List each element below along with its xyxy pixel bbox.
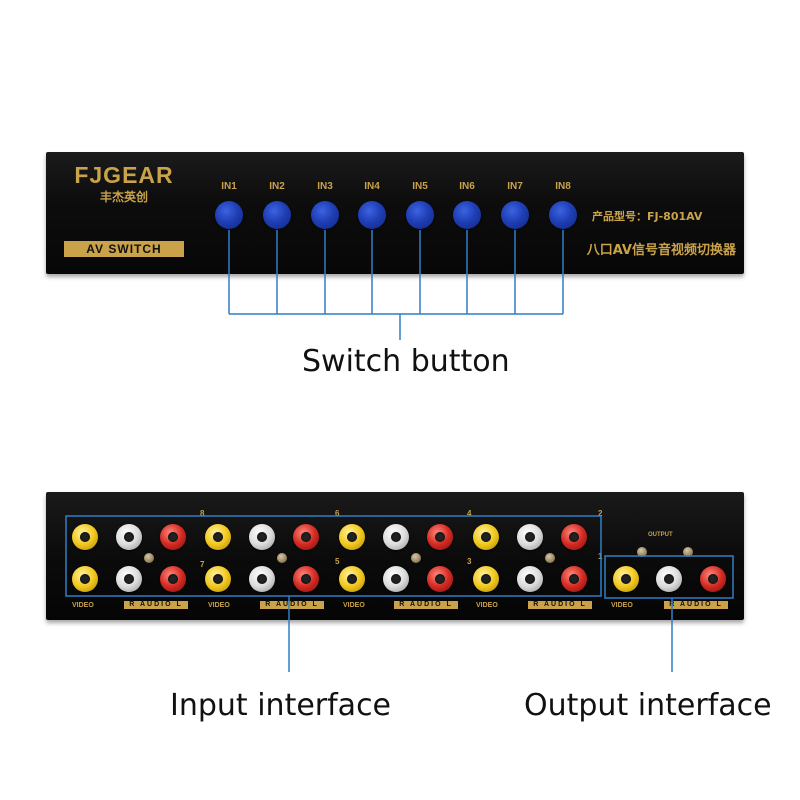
channel-number: 8: [200, 509, 205, 518]
video-label: VIDEO: [611, 602, 633, 609]
rca-jack-yellow[interactable]: [205, 524, 231, 550]
output-interface-frame: [604, 555, 734, 599]
audio-label: R AUDIO L: [528, 601, 592, 609]
video-label: VIDEO: [343, 602, 365, 609]
rca-jack-red[interactable]: [160, 566, 186, 592]
screw-icon: [683, 547, 693, 557]
rca-jack-yellow[interactable]: [473, 524, 499, 550]
input-label-1: IN1: [221, 181, 237, 192]
channel-number: 2: [598, 509, 603, 518]
switch-button-caption: Switch button: [302, 344, 510, 379]
rca-jack-yellow[interactable]: [205, 566, 231, 592]
av-switch-label: AV SWITCH: [64, 241, 184, 257]
rca-jack-red[interactable]: [561, 566, 587, 592]
rca-jack-white[interactable]: [116, 524, 142, 550]
switch-button-7[interactable]: [501, 201, 529, 229]
input-label-4: IN4: [364, 181, 380, 192]
input-label-3: IN3: [317, 181, 333, 192]
output-tag: OUTPUT: [648, 532, 673, 538]
screw-icon: [144, 553, 154, 563]
input-label-8: IN8: [555, 181, 571, 192]
output-rca-jack-yellow[interactable]: [613, 566, 639, 592]
model-number: 产品型号：FJ-801AV: [592, 210, 703, 223]
audio-label: R AUDIO L: [394, 601, 458, 609]
rca-jack-yellow[interactable]: [339, 524, 365, 550]
channel-number: 3: [467, 557, 472, 566]
switch-button-5[interactable]: [406, 201, 434, 229]
rca-jack-red[interactable]: [293, 524, 319, 550]
switch-button-2[interactable]: [263, 201, 291, 229]
audio-label: R AUDIO L: [664, 601, 728, 609]
output-interface-caption: Output interface: [524, 688, 772, 723]
rca-jack-yellow[interactable]: [473, 566, 499, 592]
output-rca-jack-white[interactable]: [656, 566, 682, 592]
audio-label: R AUDIO L: [260, 601, 324, 609]
channel-number: 5: [335, 557, 340, 566]
audio-label: R AUDIO L: [124, 601, 188, 609]
channel-number: 1: [598, 552, 603, 561]
rca-jack-white[interactable]: [517, 566, 543, 592]
rca-jack-red[interactable]: [427, 524, 453, 550]
rca-jack-red[interactable]: [160, 524, 186, 550]
switch-button-8[interactable]: [549, 201, 577, 229]
switch-button-3[interactable]: [311, 201, 339, 229]
rca-jack-red[interactable]: [561, 524, 587, 550]
screw-icon: [545, 553, 555, 563]
channel-number: 4: [467, 509, 472, 518]
output-rca-jack-red[interactable]: [700, 566, 726, 592]
screw-icon: [637, 547, 647, 557]
brand-logo: FJGEAR: [74, 162, 174, 188]
screw-icon: [411, 553, 421, 563]
switch-button-4[interactable]: [358, 201, 386, 229]
input-interface-caption: Input interface: [170, 688, 392, 723]
product-subtitle: 八口AV信号音视频切换器: [586, 243, 736, 258]
rca-jack-white[interactable]: [383, 566, 409, 592]
rca-jack-white[interactable]: [249, 524, 275, 550]
video-label: VIDEO: [72, 602, 94, 609]
rca-jack-red[interactable]: [293, 566, 319, 592]
input-label-5: IN5: [412, 181, 428, 192]
channel-number: 7: [200, 560, 205, 569]
video-label: VIDEO: [476, 602, 498, 609]
brand-chinese-name: 丰杰英创: [99, 190, 148, 204]
video-label: VIDEO: [208, 602, 230, 609]
input-interface-frame: [65, 515, 602, 597]
rca-jack-yellow[interactable]: [72, 566, 98, 592]
rca-jack-white[interactable]: [517, 524, 543, 550]
channel-number: 6: [335, 509, 340, 518]
rca-jack-yellow[interactable]: [72, 524, 98, 550]
screw-icon: [277, 553, 287, 563]
switch-button-6[interactable]: [453, 201, 481, 229]
input-label-6: IN6: [459, 181, 475, 192]
rca-jack-white[interactable]: [116, 566, 142, 592]
rca-jack-white[interactable]: [249, 566, 275, 592]
input-label-2: IN2: [269, 181, 285, 192]
switch-button-1[interactable]: [215, 201, 243, 229]
rca-jack-yellow[interactable]: [339, 566, 365, 592]
rca-jack-red[interactable]: [427, 566, 453, 592]
rca-jack-white[interactable]: [383, 524, 409, 550]
input-label-7: IN7: [507, 181, 523, 192]
